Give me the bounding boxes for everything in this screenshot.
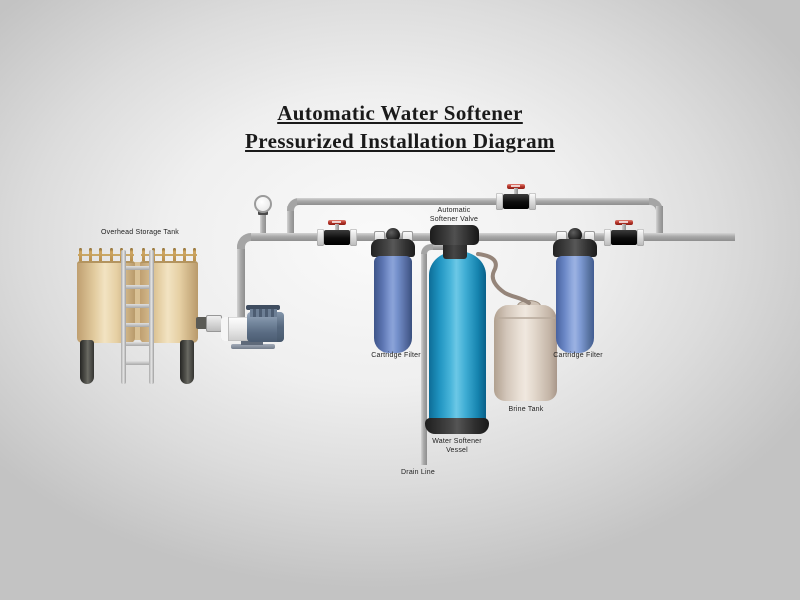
softener-valve-neck bbox=[443, 243, 467, 259]
filter-cap bbox=[371, 239, 415, 257]
ladder-rung bbox=[126, 285, 149, 289]
pump-housing-ring bbox=[221, 317, 229, 341]
tank-leg bbox=[80, 340, 94, 384]
valve-flange bbox=[317, 229, 324, 246]
brine-tank-lid-seam bbox=[496, 317, 555, 319]
label-line: Vessel bbox=[446, 447, 468, 455]
gauge-stem-pipe bbox=[260, 213, 266, 237]
title-line-2: Pressurized Installation Diagram bbox=[245, 128, 555, 153]
filter-body bbox=[374, 256, 412, 353]
valve-handle-icon bbox=[328, 220, 346, 225]
pump-base-plate bbox=[231, 344, 275, 349]
drain-line-stub bbox=[430, 244, 446, 250]
brine-tube bbox=[476, 252, 531, 305]
valve-body bbox=[324, 230, 350, 245]
automatic-softener-valve bbox=[430, 225, 479, 245]
pump-cooling-ribs bbox=[250, 309, 277, 317]
valve-handle-icon bbox=[615, 220, 633, 225]
drain-line-pipe bbox=[421, 254, 427, 465]
ladder-rung bbox=[126, 304, 149, 308]
page-title: Automatic Water Softener Pressurized Ins… bbox=[0, 100, 800, 155]
tank-crown-rail bbox=[141, 254, 197, 256]
tank-crown-rail bbox=[78, 254, 134, 256]
bypass-pipe-top bbox=[297, 198, 652, 205]
label-overhead-storage-tank: Overhead Storage Tank bbox=[100, 229, 180, 236]
brine-tank bbox=[494, 305, 557, 401]
label-line: Softener Valve bbox=[429, 216, 479, 224]
label-automatic-softener-valve: Automatic Softener Valve bbox=[430, 206, 478, 224]
valve-stem bbox=[335, 224, 339, 231]
ladder-rail bbox=[149, 250, 154, 384]
label-cartridge-filter-1: Cartridge Filter bbox=[371, 352, 421, 359]
valve-stem bbox=[622, 224, 626, 231]
tank-outlet-fitting bbox=[196, 317, 208, 329]
bypass-valve bbox=[496, 184, 536, 212]
bypass-pipe-right-riser bbox=[656, 206, 663, 241]
ladder-rung bbox=[126, 323, 149, 327]
valve-flange bbox=[496, 193, 503, 210]
ladder-rung bbox=[126, 342, 149, 346]
label-cartridge-filter-2: Cartridge Filter bbox=[553, 352, 603, 359]
label-water-softener-vessel: Water Softener Vessel bbox=[432, 437, 482, 455]
cartridge-filter-1 bbox=[371, 228, 415, 358]
tank-pipe-coupler bbox=[206, 315, 222, 332]
water-softener-vessel bbox=[429, 251, 486, 432]
pressure-gauge-icon bbox=[254, 195, 272, 213]
valve-flange bbox=[350, 229, 357, 246]
vessel-bottom-cap bbox=[425, 418, 489, 434]
bypass-pipe-left-riser bbox=[287, 206, 294, 241]
filter-cap bbox=[553, 239, 597, 257]
valve-body bbox=[611, 230, 637, 245]
cartridge-filter-2 bbox=[553, 228, 597, 358]
valve-body bbox=[503, 194, 529, 209]
tank-leg bbox=[180, 340, 194, 384]
label-drain-line: Drain Line bbox=[401, 469, 435, 476]
ladder-rung bbox=[126, 266, 149, 270]
label-line: Automatic bbox=[437, 207, 471, 214]
valve-stem bbox=[514, 188, 518, 195]
filter-body bbox=[556, 256, 594, 353]
valve-handle-icon bbox=[507, 184, 525, 189]
pump-top-lip bbox=[246, 305, 280, 310]
pump-foot bbox=[241, 339, 263, 345]
title-line-1: Automatic Water Softener bbox=[277, 101, 523, 125]
shutoff-valve-1 bbox=[317, 220, 357, 248]
valve-flange bbox=[529, 193, 536, 210]
pipe-elbow bbox=[237, 233, 253, 249]
filter-knob bbox=[568, 228, 582, 242]
pipe-elbow bbox=[287, 198, 300, 211]
filter-knob bbox=[386, 228, 400, 242]
shutoff-valve-2 bbox=[604, 220, 644, 248]
main-supply-pipe bbox=[251, 233, 735, 241]
pump-motor-endcap bbox=[277, 312, 284, 342]
label-line: Water Softener bbox=[432, 438, 482, 445]
valve-flange bbox=[604, 229, 611, 246]
label-brine-tank: Brine Tank bbox=[508, 406, 544, 413]
pipe-elbow bbox=[649, 198, 663, 212]
pipe-elbow bbox=[421, 244, 433, 256]
valve-flange bbox=[637, 229, 644, 246]
pump-riser-pipe bbox=[237, 245, 245, 325]
ladder-rung bbox=[126, 361, 149, 365]
storage-tank-left bbox=[77, 261, 135, 343]
ladder-rail bbox=[121, 250, 126, 384]
